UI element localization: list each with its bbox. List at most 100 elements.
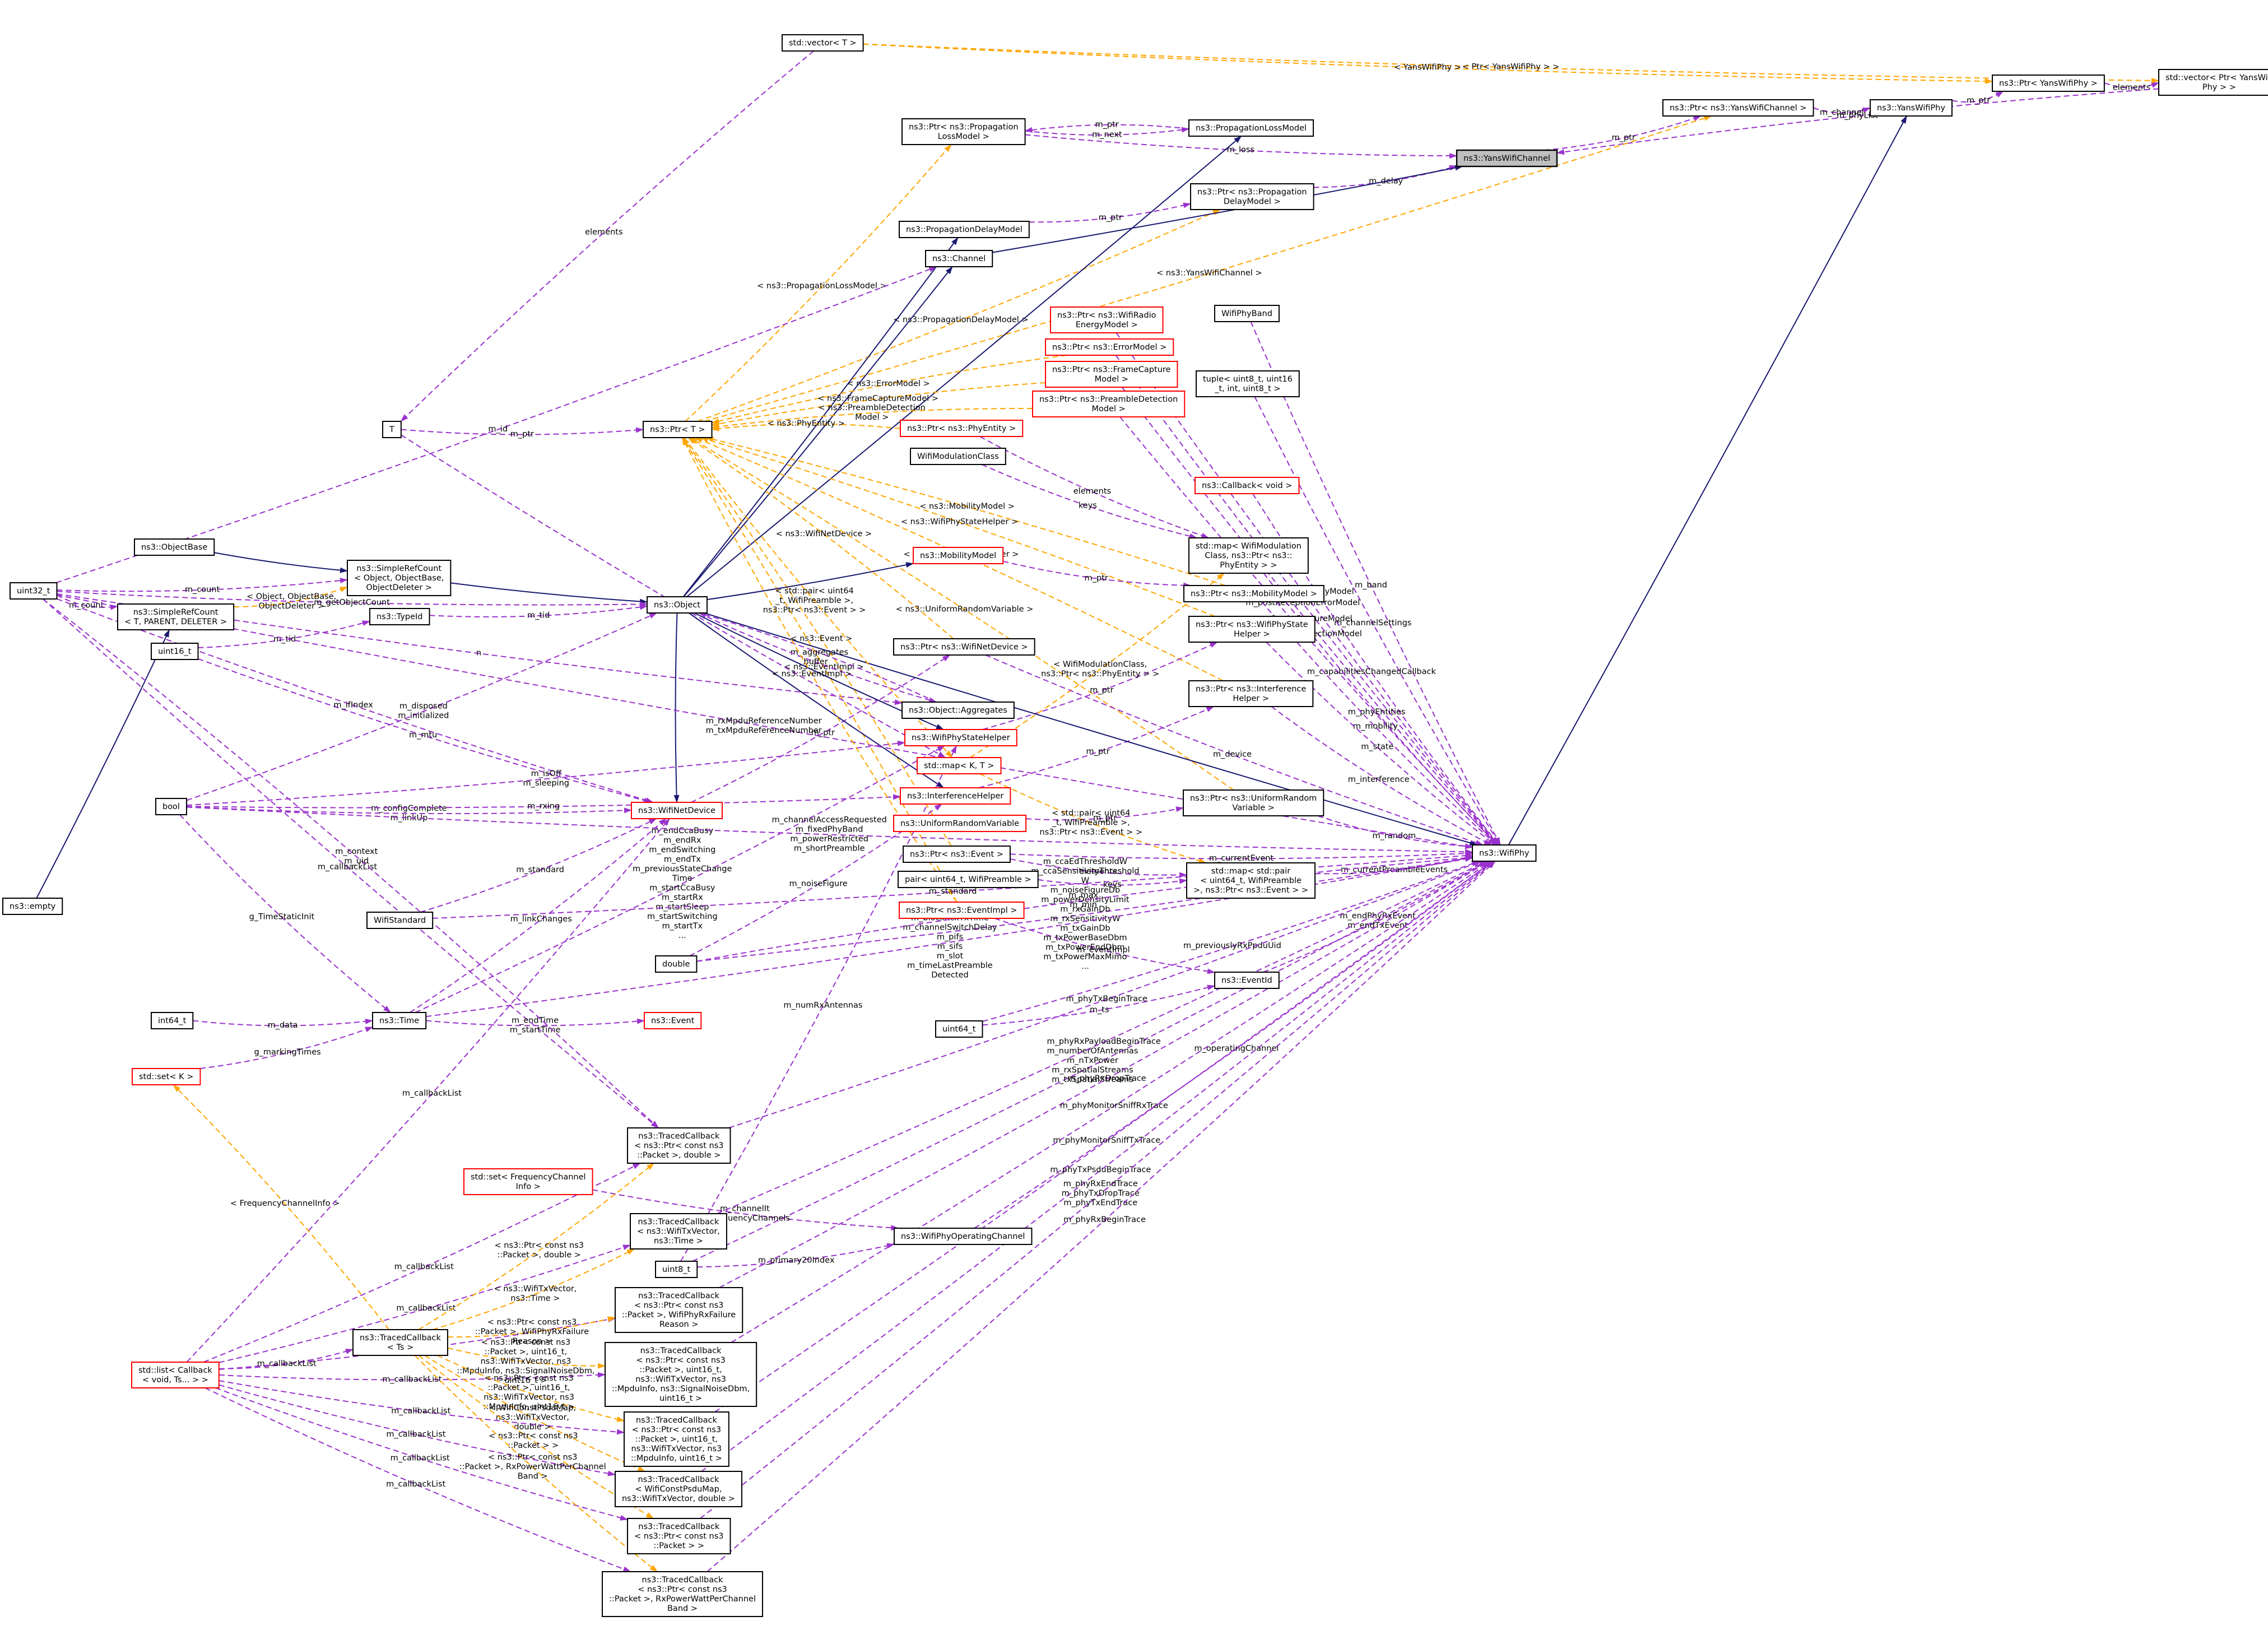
class-node-ptr-phy-entity[interactable]: ns3::Ptr< ns3::PhyEntity >	[900, 420, 1024, 437]
edge-label: m_capabilitiesChangedCallback	[1307, 667, 1437, 676]
class-node-channel[interactable]: ns3::Channel	[925, 250, 993, 267]
class-node-ptr-yans-wifi-phy[interactable]: ns3::Ptr< YansWifiPhy >	[1992, 75, 2105, 92]
class-node-type-id[interactable]: ns3::TypeId	[369, 608, 430, 625]
class-node-double[interactable]: double	[655, 955, 698, 973]
class-node-list-callback[interactable]: std::list< Callback< void, Ts... > >	[131, 1362, 220, 1388]
class-node-tcpacket[interactable]: ns3::TracedCallback< ns3::Ptr< const ns3…	[627, 1518, 731, 1554]
class-node-empty[interactable]: ns3::empty	[2, 898, 63, 915]
class-node-ptr-event-impl[interactable]: ns3::Ptr< ns3::EventImpl >	[899, 902, 1025, 919]
edge-label: m_linkChanges	[510, 915, 572, 924]
class-node-object[interactable]: ns3::Object	[647, 596, 708, 614]
class-node-tcts[interactable]: ns3::TracedCallback< Ts >	[352, 1329, 448, 1356]
edge-label: < ns3::WifiNetDevice >	[776, 529, 872, 538]
class-node-object-aggregates[interactable]: ns3::Object::Aggregates	[901, 702, 1015, 719]
edge-label: m_band	[1355, 580, 1387, 589]
class-node-tuple[interactable]: tuple< uint8_t, uint16_t, int, uint8_t >	[1196, 370, 1300, 397]
class-node-ptr-t[interactable]: ns3::Ptr< T >	[643, 421, 713, 438]
class-node-ptr-yans-wifi-channel[interactable]: ns3::Ptr< ns3::YansWifiChannel >	[1662, 99, 1814, 117]
class-node-uint32[interactable]: uint32_t	[10, 582, 58, 600]
class-node-time[interactable]: ns3::Time	[372, 1012, 427, 1029]
class-node-wifi-standard[interactable]: WifiStandard	[366, 912, 434, 929]
class-node-label: ns3::Ptr< ns3::WifiNetDevice >	[900, 643, 1028, 652]
class-node-set-k[interactable]: std::set< K >	[132, 1068, 201, 1085]
class-node-simple-ref-count-t[interactable]: ns3::SimpleRefCount< T, PARENT, DELETER …	[117, 603, 235, 630]
class-node-vector-ptr-yans[interactable]: std::vector< Ptr< YansWifiPhy > >	[2158, 69, 2268, 96]
edge-path	[214, 552, 348, 573]
edge-inherit	[707, 562, 914, 601]
edge-label: m_startTime	[510, 1026, 561, 1035]
class-node-label: ns3::UniformRandomVariable	[900, 819, 1019, 828]
class-node-uniform-random-variable[interactable]: ns3::UniformRandomVariable	[893, 815, 1027, 832]
edge-path	[426, 1018, 645, 1026]
class-node-wifi-phy-operating-channel[interactable]: ns3::WifiPhyOperatingChannel	[894, 1228, 1033, 1245]
class-node-ptr-wifi-net-device[interactable]: ns3::Ptr< ns3::WifiNetDevice >	[893, 638, 1035, 656]
class-node-callback-void[interactable]: ns3::Callback< void >	[1195, 477, 1300, 494]
edge-path	[1556, 88, 2159, 155]
class-node-wifi-modulation-class[interactable]: WifiModulationClass	[910, 448, 1006, 465]
class-node-label: Helper >	[1233, 694, 1269, 703]
class-node-uint64[interactable]: uint64_t	[935, 1020, 983, 1038]
class-node-std-map-kt[interactable]: std::map< K, T >	[917, 757, 1002, 774]
class-node-object-base[interactable]: ns3::ObjectBase	[134, 538, 215, 556]
class-node-label: < ns3::Ptr< const ns3	[632, 1425, 722, 1434]
class-node-wifi-phy[interactable]: ns3::WifiPhy	[1472, 844, 1537, 862]
edge-path	[420, 818, 657, 913]
edge-label: m_context	[335, 847, 378, 856]
edge-label: m_callbackList	[386, 1430, 445, 1439]
class-node-tcmonitor-rx[interactable]: ns3::TracedCallback< ns3::Ptr< const ns3…	[605, 1342, 757, 1407]
class-node-wifi-net-device[interactable]: ns3::WifiNetDevice	[631, 802, 723, 819]
class-node-propagation-loss-model[interactable]: ns3::PropagationLossModel	[1188, 119, 1314, 137]
class-node-bool[interactable]: bool	[155, 798, 187, 815]
class-node-int64[interactable]: int64_t	[151, 1012, 194, 1029]
class-node-ptr-frame-capture-model[interactable]: ns3::Ptr< ns3::FrameCaptureModel >	[1045, 361, 1178, 388]
class-node-ptr-mobility-model[interactable]: ns3::Ptr< ns3::MobilityModel >	[1183, 585, 1324, 602]
edge-label: keys	[1079, 501, 1097, 510]
class-node-ptr-propagation-delay-model[interactable]: ns3::Ptr< ns3::PropagationDelayModel >	[1190, 183, 1314, 210]
class-node-ptr-error-model[interactable]: ns3::Ptr< ns3::ErrorModel >	[1045, 338, 1174, 356]
class-node-ptr-event[interactable]: ns3::Ptr< ns3::Event >	[903, 846, 1011, 863]
class-node-map-wifi-modulation[interactable]: std::map< WifiModulationClass, ns3::Ptr<…	[1188, 537, 1309, 574]
class-node-uint8[interactable]: uint8_t	[655, 1261, 698, 1278]
class-node-tcrx-power[interactable]: ns3::TracedCallback< ns3::Ptr< const ns3…	[602, 1571, 763, 1617]
class-node-tcpsdu-map[interactable]: ns3::TracedCallback< WifiConstPsduMap,ns…	[615, 1471, 742, 1507]
class-node-yans-wifi-channel[interactable]: ns3::YansWifiChannel	[1456, 149, 1558, 168]
class-node-event[interactable]: ns3::Event	[644, 1012, 702, 1029]
class-node-uint16[interactable]: uint16_t	[151, 643, 199, 660]
edge-label: < Object, ObjectBase,	[247, 592, 336, 601]
edge-label: m_startRx	[662, 893, 703, 902]
edge-member: m_count	[57, 594, 118, 610]
class-node-ptr-wifi-phy-state-helper[interactable]: ns3::Ptr< ns3::WifiPhyStateHelper >	[1188, 616, 1316, 643]
class-node-t[interactable]: T	[382, 421, 402, 438]
class-node-propagation-delay-model[interactable]: ns3::PropagationDelayModel	[899, 221, 1030, 238]
edge-path	[57, 598, 654, 803]
class-node-tcmonitor-tx[interactable]: ns3::TracedCallback< ns3::Ptr< const ns3…	[624, 1411, 729, 1467]
edge-label: m_txPowerMaxMimo	[1043, 953, 1127, 961]
class-node-interference-helper[interactable]: ns3::InterferenceHelper	[900, 787, 1011, 805]
class-node-ptr-propagation-loss-model[interactable]: ns3::Ptr< ns3::PropagationLossModel >	[901, 118, 1026, 145]
class-node-mobility-model[interactable]: ns3::MobilityModel	[913, 547, 1004, 564]
class-node-label: ns3::Ptr< T >	[650, 425, 705, 434]
class-node-set-freq-channel[interactable]: std::set< FrequencyChannelInfo >	[463, 1168, 593, 1195]
class-node-yans-wifi-phy[interactable]: ns3::YansWifiPhy	[1870, 99, 1953, 117]
edge-template: < ns3::PropagationLossModel >	[685, 144, 952, 422]
class-node-map-std-pair[interactable]: std::map< std::pair< uint64_t, WifiPream…	[1186, 862, 1316, 899]
class-node-tcwifi-tx-vector-time[interactable]: ns3::TracedCallback< ns3::WifiTxVector,n…	[630, 1213, 727, 1249]
class-node-tcpacket-failure[interactable]: ns3::TracedCallback< ns3::Ptr< const ns3…	[615, 1287, 743, 1333]
class-node-ptr-interference-helper[interactable]: ns3::Ptr< ns3::InterferenceHelper >	[1188, 680, 1314, 707]
edge-path	[450, 582, 648, 605]
class-node-wifi-phy-state-helper[interactable]: ns3::WifiPhyStateHelper	[904, 729, 1017, 746]
edge-path	[1813, 107, 1871, 114]
edge-inherit	[450, 582, 648, 605]
class-node-ptr-uniform-random-variable[interactable]: ns3::Ptr< ns3::UniformRandomVariable >	[1183, 789, 1324, 816]
class-node-tcpacket-double[interactable]: ns3::TracedCallback< ns3::Ptr< const ns3…	[627, 1127, 731, 1164]
class-node-label: std::set< FrequencyChannel	[471, 1173, 586, 1182]
class-node-event-id[interactable]: ns3::EventId	[1214, 972, 1280, 989]
edge-label: m_txPowerBaseDbm	[1043, 933, 1127, 942]
class-node-wifi-phy-band[interactable]: WifiPhyBand	[1214, 305, 1280, 322]
edge-member: m_tid	[429, 604, 648, 620]
class-node-std-vector-t[interactable]: std::vector< T >	[782, 34, 864, 52]
class-node-pair-uint64[interactable]: pair< uint64_t, WifiPreamble >	[898, 871, 1039, 888]
class-node-simple-ref-count-obj[interactable]: ns3::SimpleRefCount< Object, ObjectBase,…	[347, 560, 452, 596]
